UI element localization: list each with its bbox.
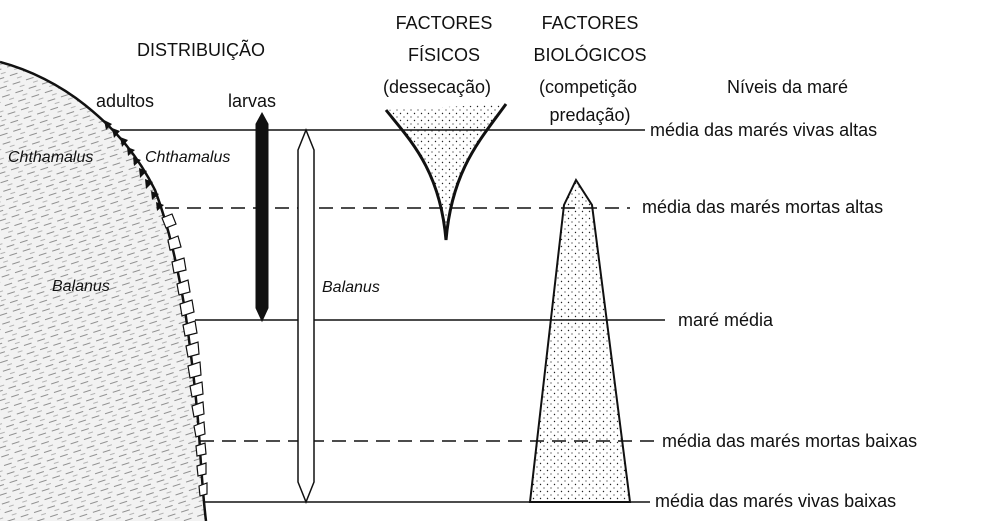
adults-column-label: adultos xyxy=(96,91,155,111)
physical-factors-funnel xyxy=(384,103,508,241)
tide-label-mean: maré média xyxy=(678,310,774,330)
physical-factors-heading-line2: FÍSICOS xyxy=(407,45,481,65)
distribution-heading: DISTRIBUIÇÃO xyxy=(136,40,266,60)
tide-levels-heading: Níveis da maré xyxy=(727,77,849,97)
physical-factors-subtitle: (dessecação) xyxy=(382,77,492,97)
chthamalus-larva-label: Chthamalus xyxy=(145,149,231,166)
tide-label-spring-low: média das marés vivas baixas xyxy=(655,491,897,511)
balanus-larva-label: Balanus xyxy=(322,279,380,296)
chthamalus-adult-barnacles xyxy=(104,120,164,211)
biological-factors-spike xyxy=(528,177,632,503)
balanus-adult-barnacles xyxy=(161,213,208,497)
biological-factors-heading-line2: BIOLÓGICOS xyxy=(533,45,647,65)
balanus-larvae-bar xyxy=(297,127,315,505)
physical-factors-heading-line1: FACTORES xyxy=(395,13,493,33)
chthamalus-adult-label: Chthamalus xyxy=(8,149,94,166)
tide-label-neap-low: média das marés mortas baixas xyxy=(662,431,918,451)
tide-label-neap-high: média das marés mortas altas xyxy=(642,197,884,217)
chthamalus-larvae-bar xyxy=(255,111,269,323)
larvae-column-label: larvas xyxy=(228,91,277,111)
rock-shore xyxy=(0,60,208,521)
balanus-adult-label: Balanus xyxy=(52,278,110,295)
biological-factors-subtitle-line2: predação) xyxy=(549,105,631,125)
tide-label-spring-high: média das marés vivas altas xyxy=(650,120,878,140)
biological-factors-heading-line1: FACTORES xyxy=(541,13,639,33)
biological-factors-subtitle-line1: (competição xyxy=(538,77,638,97)
